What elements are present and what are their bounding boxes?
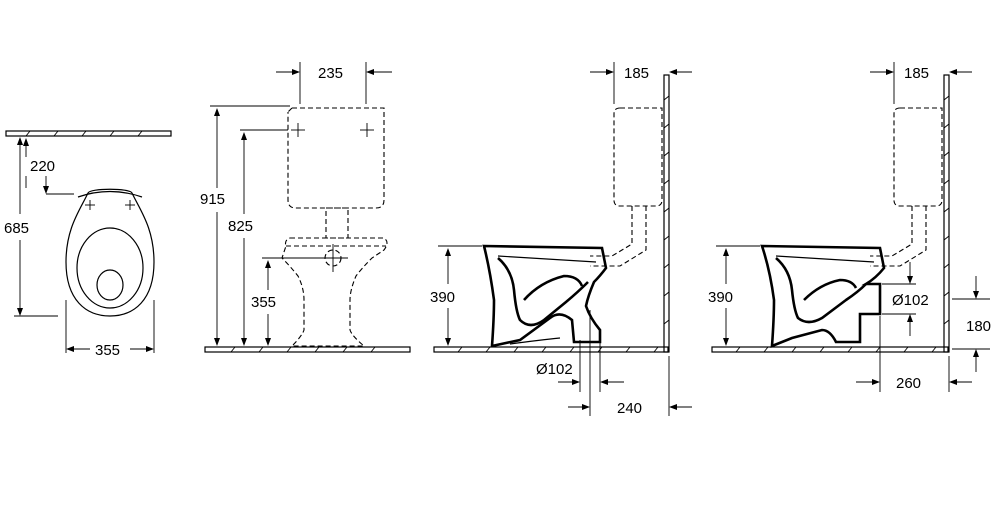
side-view-vertical-outlet: 185 390 Ø102 240 xyxy=(430,62,692,417)
top-dim-220-label: 220 xyxy=(30,158,55,175)
front-dim-915-label: 915 xyxy=(200,191,225,208)
side3-dim-d102-label: Ø102 xyxy=(536,361,573,378)
side3-dim-390: 390 xyxy=(430,245,482,346)
side3-dim-185-label: 185 xyxy=(624,65,649,82)
side4-cistern xyxy=(870,107,943,267)
side3-pan xyxy=(482,244,608,348)
side3-dim-240: 240 xyxy=(568,310,692,417)
side3-dim-390-label: 390 xyxy=(430,289,455,306)
front-view-floor xyxy=(204,346,411,353)
top-dim-685-label: 685 xyxy=(4,220,29,237)
side3-dim-d102: Ø102 xyxy=(536,340,624,392)
top-view: 220 685 355 xyxy=(4,130,172,359)
side4-dim-260-label: 260 xyxy=(896,375,921,392)
side4-dim-185-label: 185 xyxy=(904,65,929,82)
side4-dim-390: 390 xyxy=(708,245,760,346)
side3-floor xyxy=(433,346,669,353)
top-dim-355: 355 xyxy=(65,300,155,359)
front-dim-355: 355 xyxy=(251,257,320,346)
side4-dim-260: 260 xyxy=(856,316,972,392)
front-dim-355-label: 355 xyxy=(251,294,276,311)
side3-dim-185: 185 xyxy=(590,62,692,104)
top-view-wall xyxy=(5,130,172,137)
side4-wall xyxy=(943,74,950,353)
front-dim-915: 915 xyxy=(200,105,290,346)
side4-dim-185: 185 xyxy=(870,62,972,104)
side4-dim-390-label: 390 xyxy=(708,289,733,306)
side3-cistern xyxy=(590,107,663,267)
top-dim-355-label: 355 xyxy=(95,342,120,359)
front-dim-235: 235 xyxy=(276,62,392,104)
side3-dim-240-label: 240 xyxy=(617,400,642,417)
top-dim-220: 220 xyxy=(18,135,74,195)
side4-dim-180-label: 180 xyxy=(966,318,991,335)
side4-dim-d102: Ø102 xyxy=(882,262,929,336)
side4-dim-180: 180 xyxy=(952,276,991,372)
side3-wall xyxy=(663,74,670,353)
side4-floor xyxy=(711,346,949,353)
front-dim-825: 825 xyxy=(228,129,288,346)
top-view-bowl xyxy=(65,188,155,317)
side4-dim-d102-label: Ø102 xyxy=(892,292,929,309)
front-view: 235 915 825 355 xyxy=(200,62,411,353)
side-view-horizontal-outlet: 185 390 Ø102 180 xyxy=(708,62,991,392)
front-dim-235-label: 235 xyxy=(318,65,343,82)
front-dim-825-label: 825 xyxy=(228,218,253,235)
side4-pan xyxy=(760,244,886,348)
front-view-cistern xyxy=(287,107,385,239)
front-view-pan xyxy=(281,237,388,347)
top-dim-685: 685 xyxy=(4,137,58,317)
